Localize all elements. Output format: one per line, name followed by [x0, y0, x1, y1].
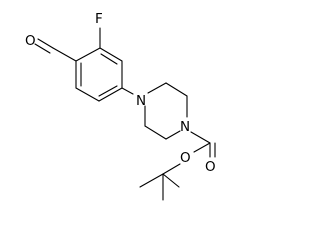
aryl-nitrogen-bond — [121, 87, 134, 95]
nitrogen-carbonyl-bond — [190, 131, 211, 144]
tert-butyl-methyl-right-bond — [162, 173, 180, 188]
ring-double-bond-inner-c1-c2 — [100, 53, 118, 65]
piperazine-bond-n1-c2 — [147, 82, 167, 94]
tert-butyl-methyl-left-bond — [139, 173, 164, 188]
ring-bond-c4-c5 — [75, 87, 100, 102]
aldehyde-carbon-bond — [52, 47, 77, 62]
ester-oxygen-atom-label: O — [180, 150, 191, 166]
carbonyl-ester-oxygen-bond — [193, 142, 211, 153]
piperazine-bond-c2-c3 — [165, 82, 188, 97]
aldehyde-oxygen-atom-label: O — [25, 33, 36, 49]
ring-bond-c1-c2 — [99, 47, 123, 62]
piperazine-aryl-nitrogen-atom-label: N — [136, 93, 146, 109]
oxygen-quaternary-carbon-bond — [162, 163, 181, 175]
ring-double-bond-inner-c3-c4 — [98, 85, 118, 97]
atom-labels: F O N N O O — [25, 11, 216, 175]
tert-butyl-4-(3-fluoro-4-formylphenyl)piperazine-1-carboxylate-structure: F O N N O O — [25, 11, 216, 201]
aldehyde-double-bond-inner — [34, 43, 51, 54]
ring-bond-c3-c4 — [98, 87, 123, 102]
ring-bond-c6-c1 — [75, 47, 101, 62]
carbonyl-oxygen-atom-label: O — [205, 159, 216, 175]
piperazine-bond-n4-c5 — [165, 130, 181, 140]
bond-lines — [34, 27, 216, 201]
piperazine-bond-c5-c6 — [144, 125, 167, 140]
aldehyde-double-bond-outer — [37, 38, 54, 49]
piperazine-carbamate-nitrogen-atom-label: N — [180, 119, 190, 135]
fluorine-atom-label: F — [95, 11, 103, 27]
